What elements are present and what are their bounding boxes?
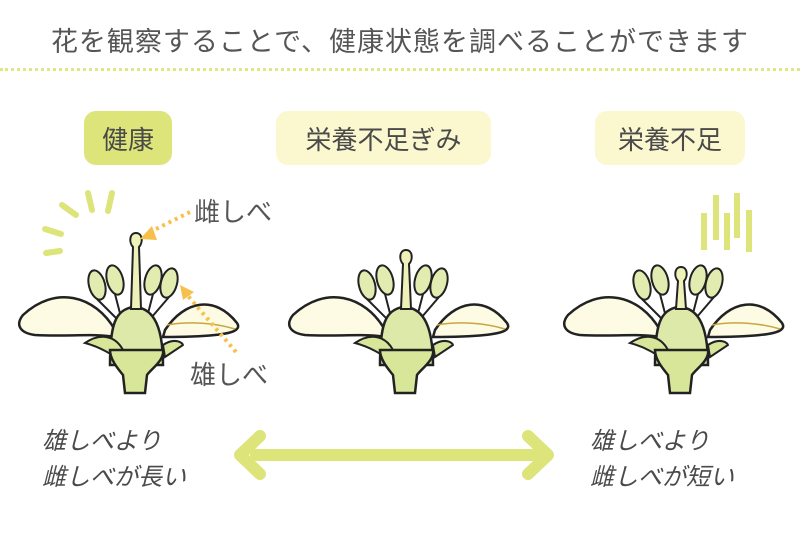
sparkle-icon bbox=[42, 190, 115, 256]
comparison-right-line-1: 雄しべより bbox=[590, 427, 710, 455]
comparison-left-line-1: 雄しべより bbox=[42, 427, 162, 455]
flower-undernourished bbox=[563, 264, 785, 395]
comparison-left: 雄しべより 雌しべが長い bbox=[42, 423, 186, 495]
stamen-anther bbox=[375, 264, 395, 296]
comparison-left-line-2: 雌しべが長い bbox=[42, 463, 186, 491]
stamen-anther bbox=[159, 267, 179, 299]
petal-left bbox=[18, 296, 117, 339]
petal-left bbox=[288, 296, 387, 339]
pistil-pointer-arrow bbox=[140, 210, 191, 240]
state-badge-undernourished: 栄養不足 bbox=[595, 111, 745, 165]
page-title: 花を観察することで、健康状態を調べることができます bbox=[50, 27, 750, 58]
stem bbox=[653, 348, 710, 395]
stamen-anther bbox=[632, 269, 652, 301]
comparison-right: 雄しべより 雌しべが短い bbox=[590, 423, 734, 495]
stamen-anther bbox=[105, 264, 125, 296]
petal-left bbox=[563, 296, 662, 339]
double-arrow-icon bbox=[234, 430, 554, 480]
petal-right bbox=[161, 303, 240, 339]
stamen-label: 雄しべ bbox=[190, 361, 269, 391]
sepal bbox=[431, 339, 455, 359]
pistil bbox=[399, 248, 413, 310]
sepal bbox=[706, 339, 730, 359]
sepal bbox=[161, 339, 185, 359]
state-label: 健康 bbox=[101, 125, 154, 156]
flower-slightly-undernourished bbox=[288, 248, 510, 395]
wilting-lines-icon bbox=[701, 193, 752, 252]
pistil bbox=[674, 265, 688, 310]
stamen-anther bbox=[87, 269, 107, 301]
stamen-anther bbox=[429, 267, 449, 299]
state-label: 栄養不足ぎみ bbox=[305, 125, 462, 156]
stamen-anther bbox=[650, 264, 670, 296]
comparison-right-line-2: 雌しべが短い bbox=[590, 463, 734, 491]
state-badge-slightly-undernourished: 栄養不足ぎみ bbox=[276, 111, 491, 165]
stamen-pointer-arrow bbox=[180, 285, 238, 354]
dotted-divider bbox=[0, 68, 800, 71]
stamen-anther bbox=[357, 269, 377, 301]
stem bbox=[378, 348, 435, 395]
flower-healthy bbox=[18, 231, 240, 395]
petal-right bbox=[431, 303, 510, 339]
stamen-anther bbox=[704, 267, 724, 299]
pistil bbox=[129, 231, 143, 310]
stem bbox=[108, 348, 165, 395]
state-label: 栄養不足 bbox=[617, 125, 722, 156]
state-badge-healthy: 健康 bbox=[84, 111, 172, 165]
pistil-label: 雌しべ bbox=[194, 198, 273, 228]
petal-right bbox=[706, 303, 785, 339]
